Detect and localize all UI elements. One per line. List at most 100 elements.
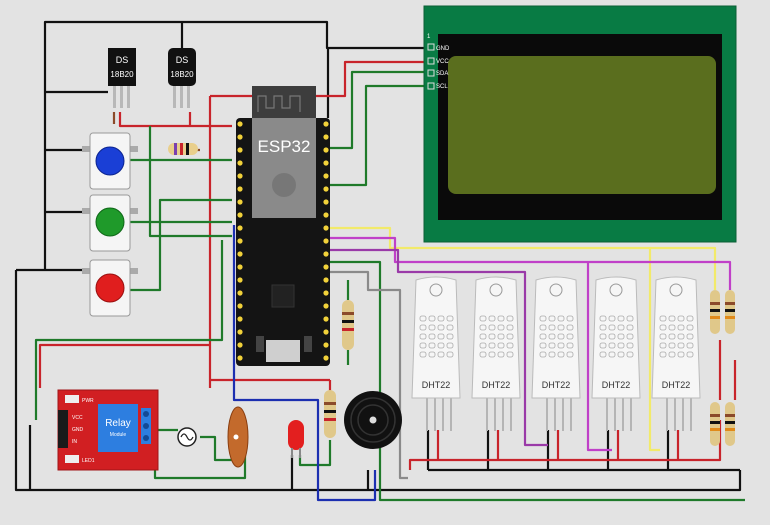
dht-vent [608, 333, 616, 340]
esp32-pin-left[interactable] [237, 277, 243, 283]
dht-vent [668, 333, 676, 340]
resistor-ds[interactable] [168, 143, 198, 155]
esp32-pin-right[interactable] [323, 121, 329, 127]
ds18b20-sensor-2[interactable]: DS 18B20 [168, 48, 196, 108]
relay-module[interactable]: PWR VCC GND IN LED1 Relay Module [57, 389, 159, 471]
esp32-pin-left[interactable] [237, 329, 243, 335]
esp32-pin-right[interactable] [323, 134, 329, 140]
esp32-pin-right[interactable] [323, 329, 329, 335]
dht-label: DHT22 [482, 380, 511, 390]
button-red[interactable] [82, 259, 138, 317]
resistor-dht[interactable] [725, 290, 735, 334]
resistor-dht[interactable] [710, 402, 720, 446]
ac-source[interactable] [177, 427, 197, 447]
dht-vent [617, 324, 625, 331]
lcd-pin-vcc[interactable] [427, 57, 435, 65]
esp32-pin-right[interactable] [323, 303, 329, 309]
esp32-pin-left[interactable] [237, 212, 243, 218]
dht22-sensor[interactable]: DHT22 [651, 276, 701, 431]
resistor-dht[interactable] [725, 402, 735, 446]
dht-vent [419, 351, 427, 358]
resistor-dht[interactable] [710, 290, 720, 334]
esp32-pin-right[interactable] [323, 342, 329, 348]
button-leg [130, 268, 138, 274]
esp32-pin-left[interactable] [237, 186, 243, 192]
esp32-pin-right[interactable] [323, 147, 329, 153]
lcd-pin-scl[interactable] [427, 82, 435, 90]
esp32-pin-right[interactable] [323, 199, 329, 205]
wire-gnd-dht [426, 430, 740, 472]
esp32-pin-right[interactable] [323, 277, 329, 283]
esp32-pin-left[interactable] [237, 355, 243, 361]
esp32-pin-left[interactable] [237, 134, 243, 140]
esp32-pin-right[interactable] [323, 316, 329, 322]
button-green[interactable] [82, 194, 138, 252]
wires [14, 20, 745, 502]
dht-vent [599, 315, 607, 322]
esp32-pin-right[interactable] [323, 173, 329, 179]
resistor-esp[interactable] [342, 300, 354, 350]
dht22-sensor[interactable]: DHT22 [471, 276, 521, 431]
esp32-pin-left[interactable] [237, 160, 243, 166]
esp32-pin-right[interactable] [323, 355, 329, 361]
esp32-pin-left[interactable] [237, 225, 243, 231]
esp32-pin-right[interactable] [323, 264, 329, 270]
esp32-pin-left[interactable] [237, 290, 243, 296]
lcd-pin-gnd[interactable] [427, 43, 435, 51]
button-blue[interactable] [82, 132, 138, 190]
dht-leg [682, 395, 684, 431]
dht-vent [557, 351, 565, 358]
esp32-pin-left[interactable] [237, 199, 243, 205]
esp32-pin-left[interactable] [237, 342, 243, 348]
dht-vent [608, 342, 616, 349]
lcd-pin-sda[interactable] [427, 69, 435, 77]
dht-vent [479, 342, 487, 349]
esp32-pin-left[interactable] [237, 316, 243, 322]
dht22-sensor[interactable]: DHT22 [531, 276, 581, 431]
esp32-pin-left[interactable] [237, 173, 243, 179]
esp32-pin-right[interactable] [323, 186, 329, 192]
resistor-band [324, 402, 336, 405]
usb-port[interactable] [266, 340, 300, 362]
resistor-band [710, 302, 720, 305]
dht-body [531, 276, 581, 399]
esp32-pin-right[interactable] [323, 290, 329, 296]
dht-vent [626, 324, 634, 331]
wire-buttons [130, 158, 232, 292]
esp32-pin-left[interactable] [237, 251, 243, 257]
ds18b20-sensor-1[interactable]: DS 18B20 [108, 48, 136, 108]
boot-button[interactable] [256, 336, 264, 352]
lcd-display[interactable]: 1 GND VCC SDA SCL [423, 5, 737, 243]
esp32-board[interactable]: ESP32 [236, 86, 330, 366]
dht-hole [549, 283, 563, 297]
dht22-sensor[interactable]: DHT22 [591, 276, 641, 431]
esp32-pin-left[interactable] [237, 303, 243, 309]
button-cap[interactable] [95, 273, 125, 303]
esp32-pin-right[interactable] [323, 212, 329, 218]
dht-leg [674, 395, 676, 431]
red-led[interactable] [288, 420, 304, 458]
dht22-sensor[interactable]: DHT22 [411, 276, 461, 431]
esp32-pin-left[interactable] [237, 264, 243, 270]
esp32-label: ESP32 [258, 137, 311, 156]
dht-leg [494, 395, 496, 431]
relay-pin-label: GND [72, 427, 84, 433]
lcd-pin-label: GND [436, 46, 450, 52]
dht-vent [557, 315, 565, 322]
heater-coil[interactable] [227, 406, 249, 468]
esp32-pin-right[interactable] [323, 225, 329, 231]
esp32-pin-right[interactable] [323, 160, 329, 166]
esp32-pin-left[interactable] [237, 238, 243, 244]
esp32-pin-right[interactable] [323, 238, 329, 244]
esp32-pin-left[interactable] [237, 121, 243, 127]
esp32-pin-left[interactable] [237, 147, 243, 153]
dht-vent [497, 351, 505, 358]
led1 [65, 455, 79, 463]
button-cap[interactable] [95, 146, 125, 176]
resistor-led[interactable] [324, 390, 336, 438]
reset-button[interactable] [304, 336, 312, 352]
buzzer[interactable] [344, 391, 402, 449]
button-cap[interactable] [95, 207, 125, 237]
lcd-pins: GND VCC SDA SCL [427, 43, 450, 90]
esp32-pin-right[interactable] [323, 251, 329, 257]
